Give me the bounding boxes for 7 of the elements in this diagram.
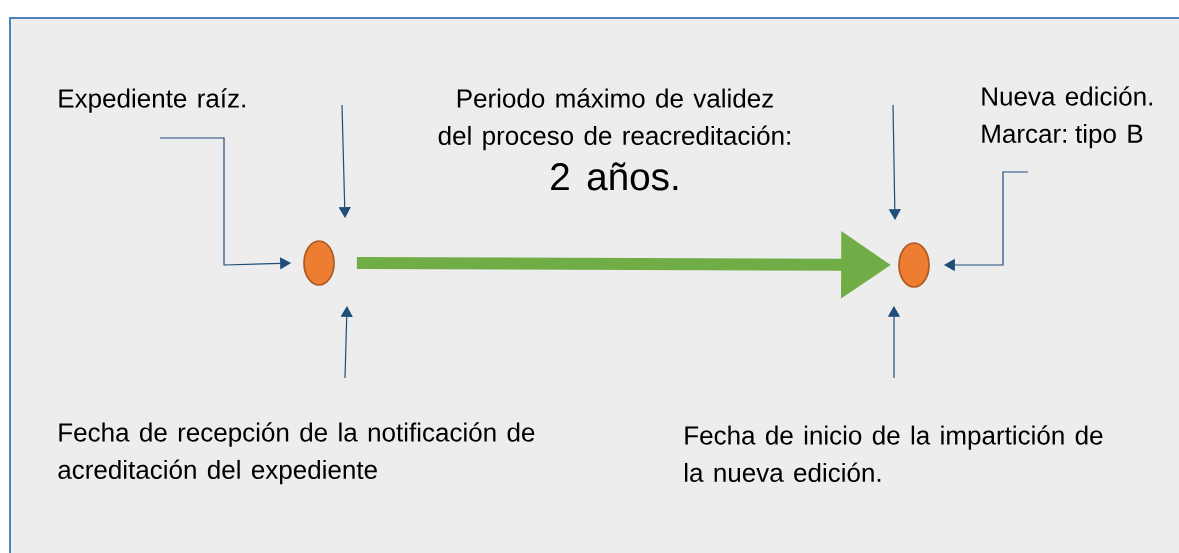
- note-text: Nueva edición. Marcar: tipo B: [982, 86, 1152, 149]
- note-text: Expediente raíz.: [59, 88, 245, 113]
- note-text: Fecha de inicio de la impartición de la nueva edición.: [685, 425, 1103, 482]
- note-text: Fecha de recepción de la notificación de acreditación del expediente: [58, 422, 535, 485]
- note-text: Periodo máximo de validez del proceso de reacreditación: 2 años.: [438, 88, 790, 191]
- dot: [303, 240, 335, 286]
- dot: [898, 242, 930, 288]
